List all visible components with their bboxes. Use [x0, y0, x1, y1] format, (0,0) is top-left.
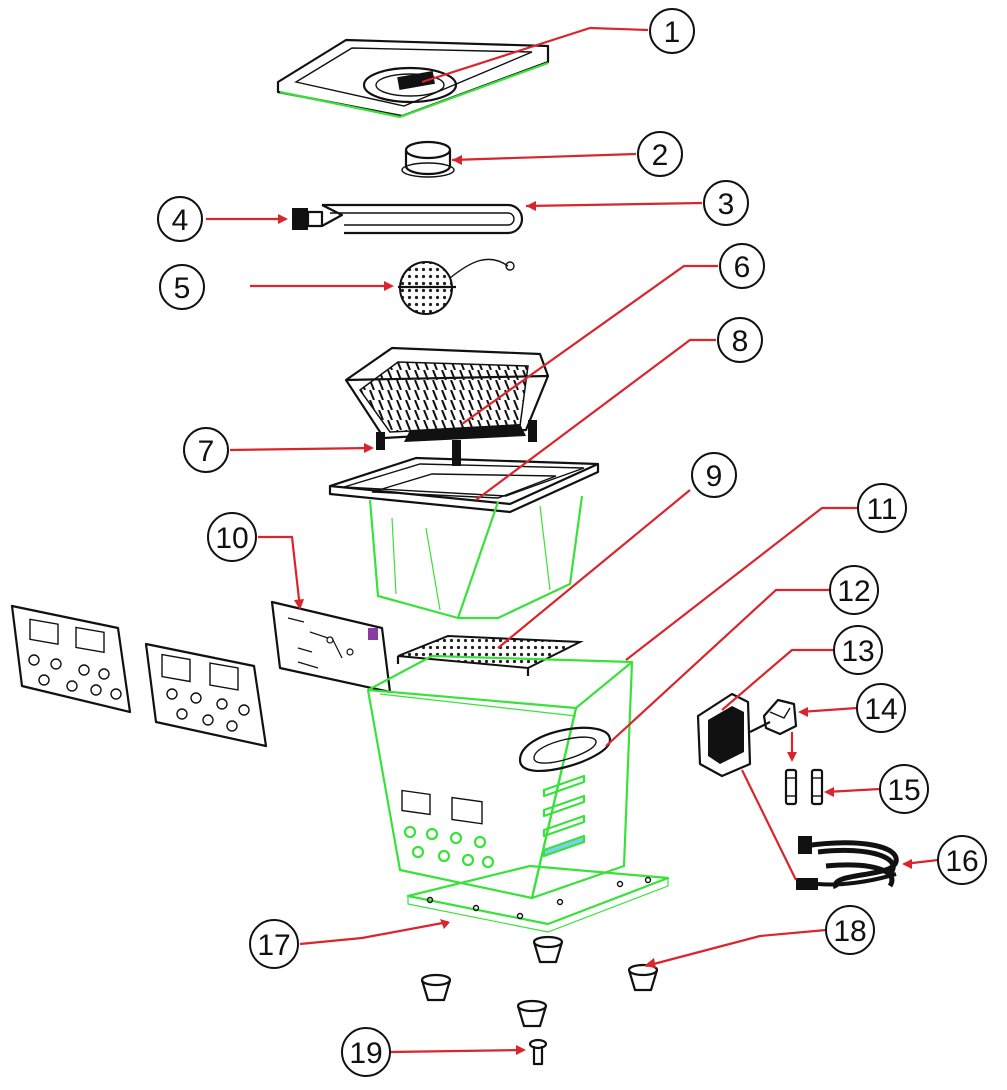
svg-text:9: 9: [706, 460, 723, 493]
part-power-module: [696, 692, 771, 778]
callout-3: 3: [703, 180, 749, 226]
svg-text:6: 6: [734, 251, 751, 284]
part-base: [406, 864, 670, 933]
part-transducer: [396, 634, 584, 676]
part-screw: [528, 1038, 548, 1066]
svg-text:16: 16: [945, 845, 978, 878]
svg-text:4: 4: [172, 204, 189, 237]
svg-text:14: 14: [864, 693, 897, 726]
callout-13: 13: [833, 625, 883, 675]
callout-4: 4: [157, 196, 203, 242]
callout-9: 9: [691, 452, 737, 498]
part-lid: [276, 38, 550, 119]
callout-17: 17: [249, 919, 299, 969]
svg-text:1: 1: [664, 16, 681, 49]
front-panel-right: [144, 642, 268, 748]
svg-text:15: 15: [887, 774, 920, 807]
svg-text:8: 8: [732, 325, 749, 358]
part-tank: [328, 456, 600, 620]
callout-8: 8: [717, 317, 763, 363]
part-strainer: [398, 258, 515, 315]
svg-text:17: 17: [257, 929, 290, 962]
callout-6: 6: [719, 243, 765, 289]
svg-text:11: 11: [866, 493, 897, 526]
callout-7: 7: [183, 427, 229, 473]
callout-16: 16: [937, 835, 987, 885]
callout-14: 14: [856, 683, 906, 733]
part-heater: [321, 203, 524, 235]
part-basket: [344, 346, 550, 466]
svg-text:5: 5: [174, 272, 191, 305]
svg-text:19: 19: [349, 1037, 382, 1070]
callout-15: 15: [879, 764, 929, 814]
part-fuse-holder: [762, 698, 798, 736]
callout-11: 11: [857, 483, 907, 533]
callout-12: 12: [829, 565, 879, 615]
svg-text:3: 3: [718, 188, 735, 221]
svg-text:13: 13: [841, 635, 874, 668]
part-pcb: [270, 600, 392, 694]
svg-text:7: 7: [198, 435, 215, 468]
callout-1: 1: [649, 8, 695, 54]
part-power-cord: [796, 836, 899, 890]
part-cap: [401, 140, 455, 178]
callout-18: 18: [825, 905, 875, 955]
part-connector: [292, 208, 324, 230]
front-panel-left: [10, 604, 132, 714]
callout-2: 2: [637, 131, 683, 177]
part-fuses: [784, 768, 824, 806]
part-feet: [420, 935, 659, 1028]
svg-text:18: 18: [833, 915, 866, 948]
callout-5: 5: [159, 264, 205, 310]
svg-text:2: 2: [652, 139, 669, 172]
callout-19: 19: [341, 1027, 391, 1077]
leader-lines: [206, 26, 939, 1055]
callout-10: 10: [207, 512, 257, 562]
part-housing: [366, 654, 634, 900]
svg-text:12: 12: [837, 575, 870, 608]
svg-text:10: 10: [215, 522, 248, 555]
